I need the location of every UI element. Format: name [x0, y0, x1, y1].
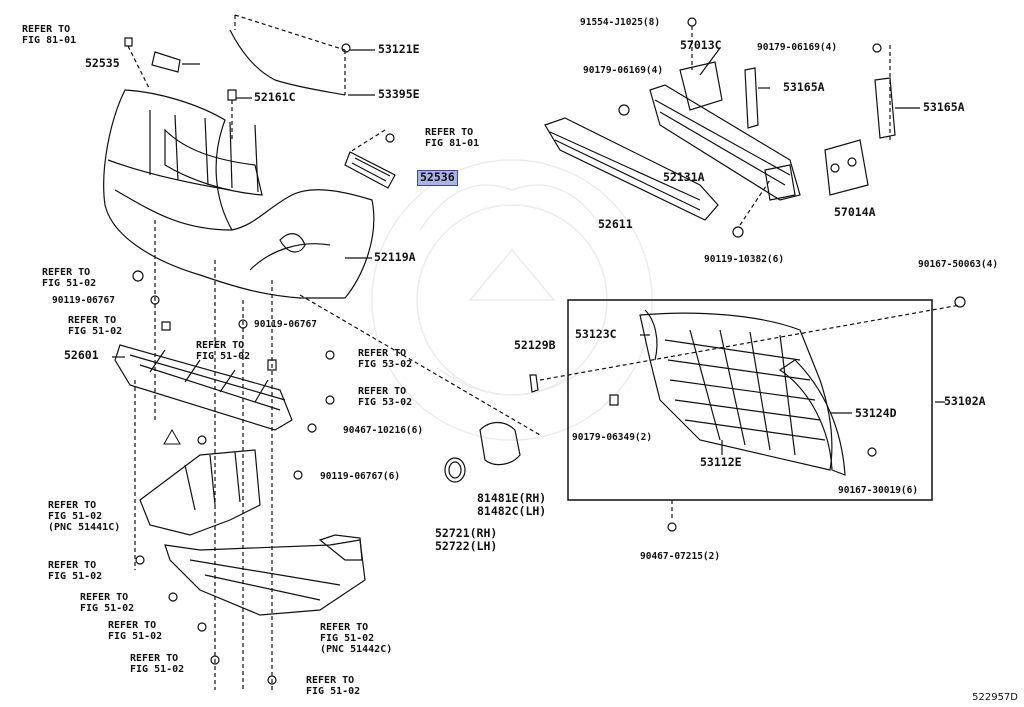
grille-assembly [639, 309, 846, 476]
warning-triangle [163, 428, 181, 445]
grille-box [567, 299, 933, 501]
part-label[interactable]: 90467-10216(6) [343, 425, 424, 436]
part-label[interactable]: 52721(RH) [435, 526, 498, 540]
part-label[interactable]: 53124D [855, 406, 897, 420]
diagram-id: 522957D [972, 692, 1018, 703]
part-label[interactable]: 91554-J1025(8) [580, 17, 661, 28]
part-label[interactable]: 53121E [378, 42, 420, 56]
part-label[interactable]: 53112E [700, 455, 742, 469]
energy-absorber [114, 344, 293, 431]
part-label[interactable]: 57013C [680, 38, 722, 52]
part-label[interactable]: 81482C(LH) [477, 504, 547, 518]
part-label[interactable]: 52535 [85, 56, 120, 70]
part-label[interactable]: 52129B [514, 338, 556, 352]
part-label[interactable]: 90119-10382(6) [704, 254, 785, 265]
part-label[interactable]: 90179-06349(2) [572, 432, 653, 443]
part-label[interactable]: 57014A [834, 205, 876, 219]
bumper-absorber-beam [649, 84, 801, 201]
engine-under-cover [139, 449, 366, 616]
part-label[interactable]: 53395E [378, 87, 420, 101]
part-label[interactable]: 90119-06767 [52, 295, 115, 306]
part-label-highlighted[interactable]: 52536 [417, 170, 458, 186]
part-label[interactable]: 90167-50063(4) [918, 259, 999, 270]
part-label[interactable]: 90119-06767(6) [320, 471, 401, 482]
part-label[interactable]: 81481E(RH) [477, 491, 547, 505]
part-label[interactable]: 53123C [575, 327, 617, 341]
part-label[interactable]: 52601 [64, 348, 99, 362]
part-label[interactable]: 90467-07215(2) [640, 551, 721, 562]
part-label[interactable]: 52119A [374, 250, 416, 264]
part-label[interactable]: 52131A [663, 170, 705, 184]
part-label[interactable]: 90167-30019(6) [838, 485, 919, 496]
part-label[interactable]: 53102A [944, 394, 986, 408]
part-label[interactable]: 53165A [783, 80, 825, 94]
part-label[interactable]: 90179-06169(4) [757, 42, 838, 53]
part-label[interactable]: 90179-06169(4) [583, 65, 664, 76]
bumper-reinforcement [544, 117, 719, 221]
part-label[interactable]: 53165A [923, 100, 965, 114]
part-label[interactable]: 52611 [598, 217, 633, 231]
part-label[interactable]: 90119-06767 [254, 319, 317, 330]
part-label[interactable]: 52161C [254, 90, 296, 104]
part-label[interactable]: 52722(LH) [435, 539, 498, 553]
bumper-cover [103, 89, 375, 299]
